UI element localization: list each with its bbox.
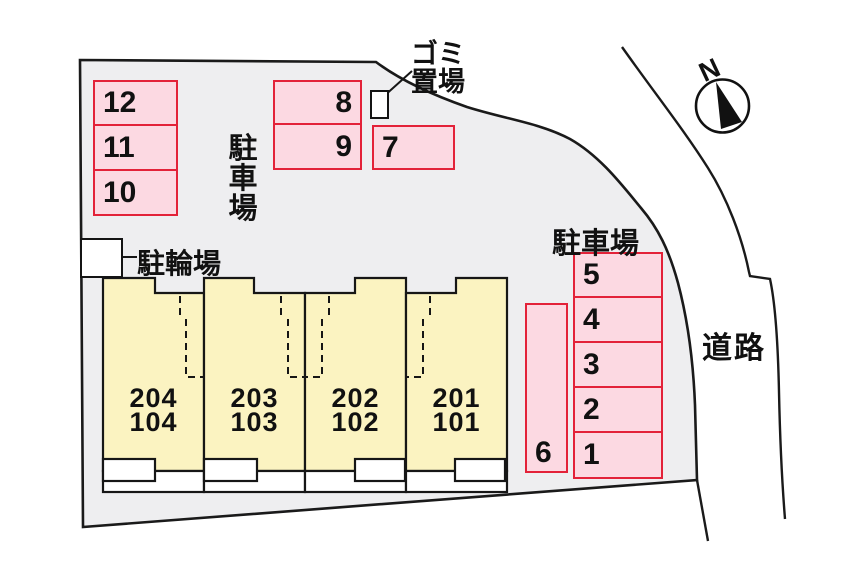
- parking-space-2: 2: [573, 386, 663, 433]
- unit-201-number: 201: [432, 383, 481, 413]
- unit-204-dashed-line: [179, 296, 204, 378]
- parking-space-3: 3: [573, 341, 663, 388]
- parking-area-label-top: 駐車場: [228, 133, 258, 225]
- unit-203-entrance: [202, 457, 259, 483]
- parking-space-1: 1: [573, 431, 663, 479]
- parking-space-5-label: 5: [583, 258, 600, 291]
- unit-label-201-101: 201 101: [406, 383, 507, 437]
- unit-203-dashed-line: [280, 296, 305, 378]
- unit-202-entrance: [353, 457, 407, 483]
- parking-space-11-label: 11: [103, 130, 135, 164]
- parking-space-3-label: 3: [583, 347, 600, 381]
- parking-space-10: 10: [93, 169, 178, 216]
- parking-space-4: 4: [573, 296, 663, 343]
- road-edge-extension-line: [695, 479, 710, 542]
- garbage-area-label: ゴミ置場: [411, 39, 465, 97]
- building-unit-201-101: [404, 276, 509, 473]
- unit-label-203-103: 203 103: [204, 383, 305, 437]
- building-unit-203-103: [202, 276, 307, 473]
- parking-space-8: 8: [273, 80, 362, 125]
- unit-label-204-104: 204 104: [103, 383, 204, 437]
- parking-space-2-label: 2: [583, 392, 600, 426]
- unit-201-entrance: [453, 457, 507, 483]
- road-label: 道路: [702, 332, 766, 365]
- bicycle-parking-label: 駐輪場: [137, 248, 222, 279]
- parking-space-7-label: 7: [382, 130, 399, 164]
- parking-area-label-right: 駐車場: [552, 228, 640, 260]
- parking-space-1-label: 1: [583, 438, 600, 471]
- parking-space-10-label: 10: [103, 175, 137, 209]
- parking-space-7: 7: [372, 125, 455, 170]
- parking-space-12: 12: [93, 80, 178, 126]
- unit-203-number: 203: [230, 383, 279, 413]
- bicycle-parking-box: [80, 238, 123, 278]
- parking-space-5: 5: [573, 252, 663, 298]
- parking-space-11: 11: [93, 124, 178, 171]
- building-unit-202-102: [303, 276, 408, 473]
- unit-204-number: 204: [129, 383, 178, 413]
- unit-202-dashed-line: [305, 296, 330, 378]
- parking-space-9-label: 9: [335, 129, 352, 163]
- unit-label-202-102: 202 102: [305, 383, 406, 437]
- parking-space-12-label: 12: [103, 86, 137, 119]
- parking-space-6-label: 6: [535, 436, 552, 469]
- unit-104-number: 104: [129, 407, 178, 437]
- unit-204-entrance: [101, 457, 157, 483]
- unit-101-number: 101: [432, 407, 481, 437]
- unit-201-dashed-line: [406, 296, 431, 378]
- parking-space-4-label: 4: [583, 302, 600, 336]
- unit-102-number: 102: [331, 407, 380, 437]
- parking-space-9: 9: [273, 123, 362, 170]
- building-unit-204-104: [101, 276, 206, 473]
- parking-space-6: 6: [525, 303, 568, 473]
- road-outer-edge-line: [621, 46, 787, 520]
- parking-space-8-label: 8: [335, 85, 352, 119]
- compass-north-icon: [694, 78, 751, 134]
- garbage-box: [370, 90, 389, 119]
- unit-202-number: 202: [331, 383, 380, 413]
- unit-103-number: 103: [230, 407, 279, 437]
